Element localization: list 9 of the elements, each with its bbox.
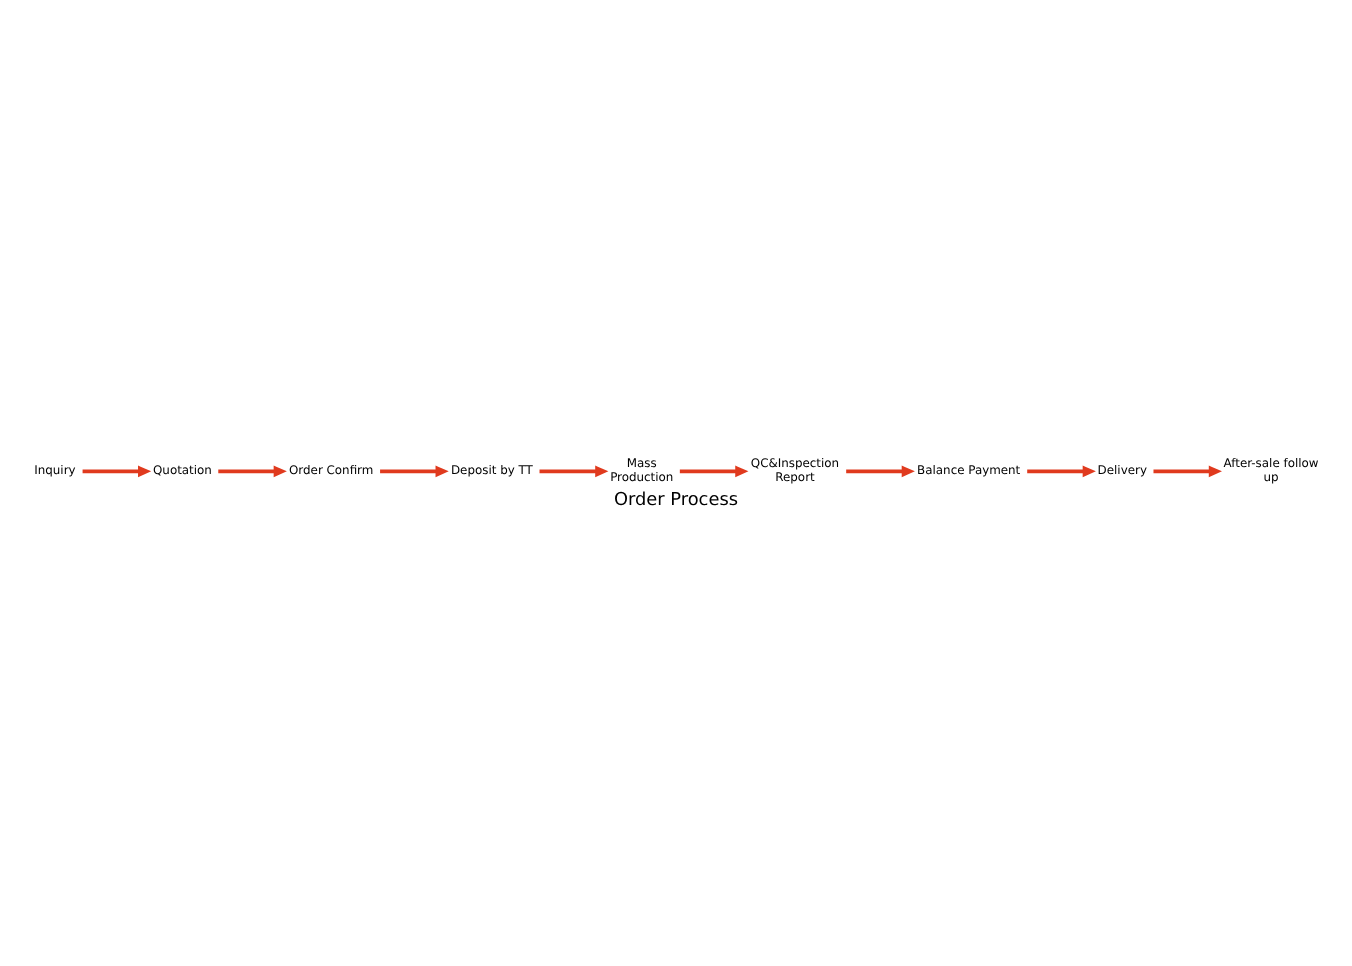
- arrow: [218, 464, 287, 477]
- arrow: [846, 464, 915, 477]
- arrow: [539, 464, 609, 477]
- arrow: [1153, 464, 1222, 477]
- arrow: [1027, 464, 1096, 477]
- diagram-title: Order Process: [613, 489, 739, 510]
- arrow: [380, 464, 449, 477]
- arrow: [82, 464, 152, 477]
- arrow: [679, 464, 749, 477]
